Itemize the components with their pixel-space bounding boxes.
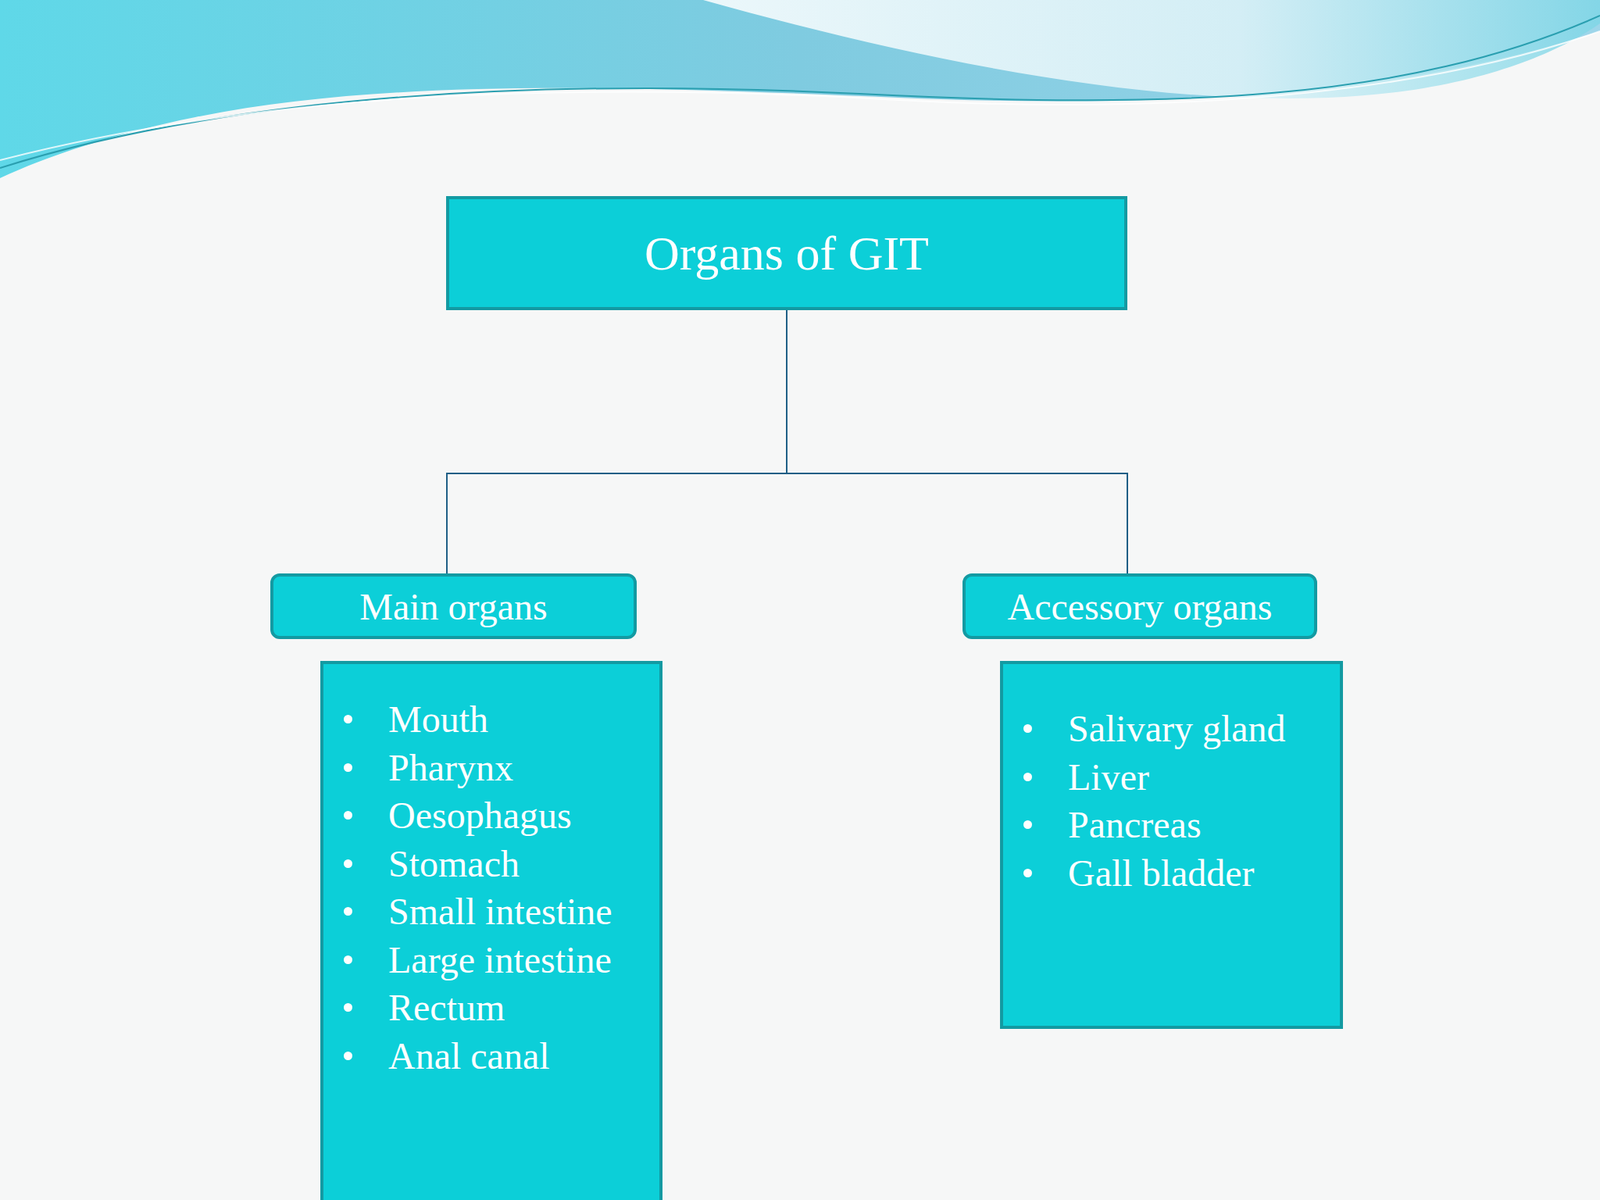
list-row: Pharynx (323, 743, 660, 793)
bullet-dot (343, 1003, 353, 1012)
list-row: Rectum (323, 983, 660, 1033)
list-item: Stomach (388, 842, 520, 885)
tree-connector (446, 310, 787, 574)
list-row: Large intestine (323, 935, 660, 985)
bullet-dot (343, 810, 353, 820)
title-box: Organs of GIT (446, 196, 1128, 311)
category-label: Accessory organs (1007, 585, 1272, 629)
list-item: Pancreas (1067, 803, 1202, 846)
bullet-dot (1023, 820, 1033, 829)
list-row: Anal canal (323, 1032, 660, 1081)
bullet-dot (343, 1051, 353, 1061)
wave-band (0, 0, 1600, 179)
bullet-dot (343, 907, 353, 916)
bullet-dot (1023, 868, 1033, 878)
list-item: Rectum (388, 986, 505, 1029)
list-item: Mouth (388, 698, 489, 740)
wave-line (0, 31, 1600, 161)
bullet-dot (343, 859, 353, 868)
wave-highlight (703, 0, 1600, 99)
list-row: Gall bladder (1003, 849, 1340, 898)
list-row: Mouth (323, 695, 660, 744)
bullet-dot (343, 955, 353, 965)
list-item: Gall bladder (1067, 852, 1255, 894)
bullet-dot (1023, 772, 1033, 782)
list-item: Large intestine (388, 939, 612, 981)
bullet-dot (343, 763, 353, 772)
list-item: Pharynx (388, 746, 514, 789)
category-box: Accessory organs (962, 573, 1318, 640)
bullet-dot (1023, 724, 1033, 733)
list-item: Liver (1067, 756, 1150, 798)
list-row: Salivary gland (1003, 704, 1340, 754)
list-box: Salivary glandLiverPancreasGall bladder (1000, 660, 1343, 1029)
list-row: Small intestine (323, 887, 660, 936)
list-row: Pancreas (1003, 800, 1340, 850)
list-row: Oesophagus (323, 791, 660, 840)
list-item: Salivary gland (1067, 707, 1286, 750)
list-row: Liver (1003, 753, 1340, 802)
tree-connector (786, 310, 1128, 574)
list-item: Small intestine (388, 890, 613, 933)
title-text: Organs of GIT (644, 225, 929, 282)
category-label: Main organs (359, 585, 547, 629)
list-row: Stomach (323, 839, 660, 889)
list-box: MouthPharynxOesophagusStomachSmall intes… (320, 660, 663, 1200)
wave-line (0, 15, 1600, 168)
list-item: Anal canal (388, 1035, 550, 1077)
list-item: Oesophagus (388, 794, 572, 836)
category-box: Main organs (270, 573, 637, 640)
bullet-dot (343, 714, 353, 724)
